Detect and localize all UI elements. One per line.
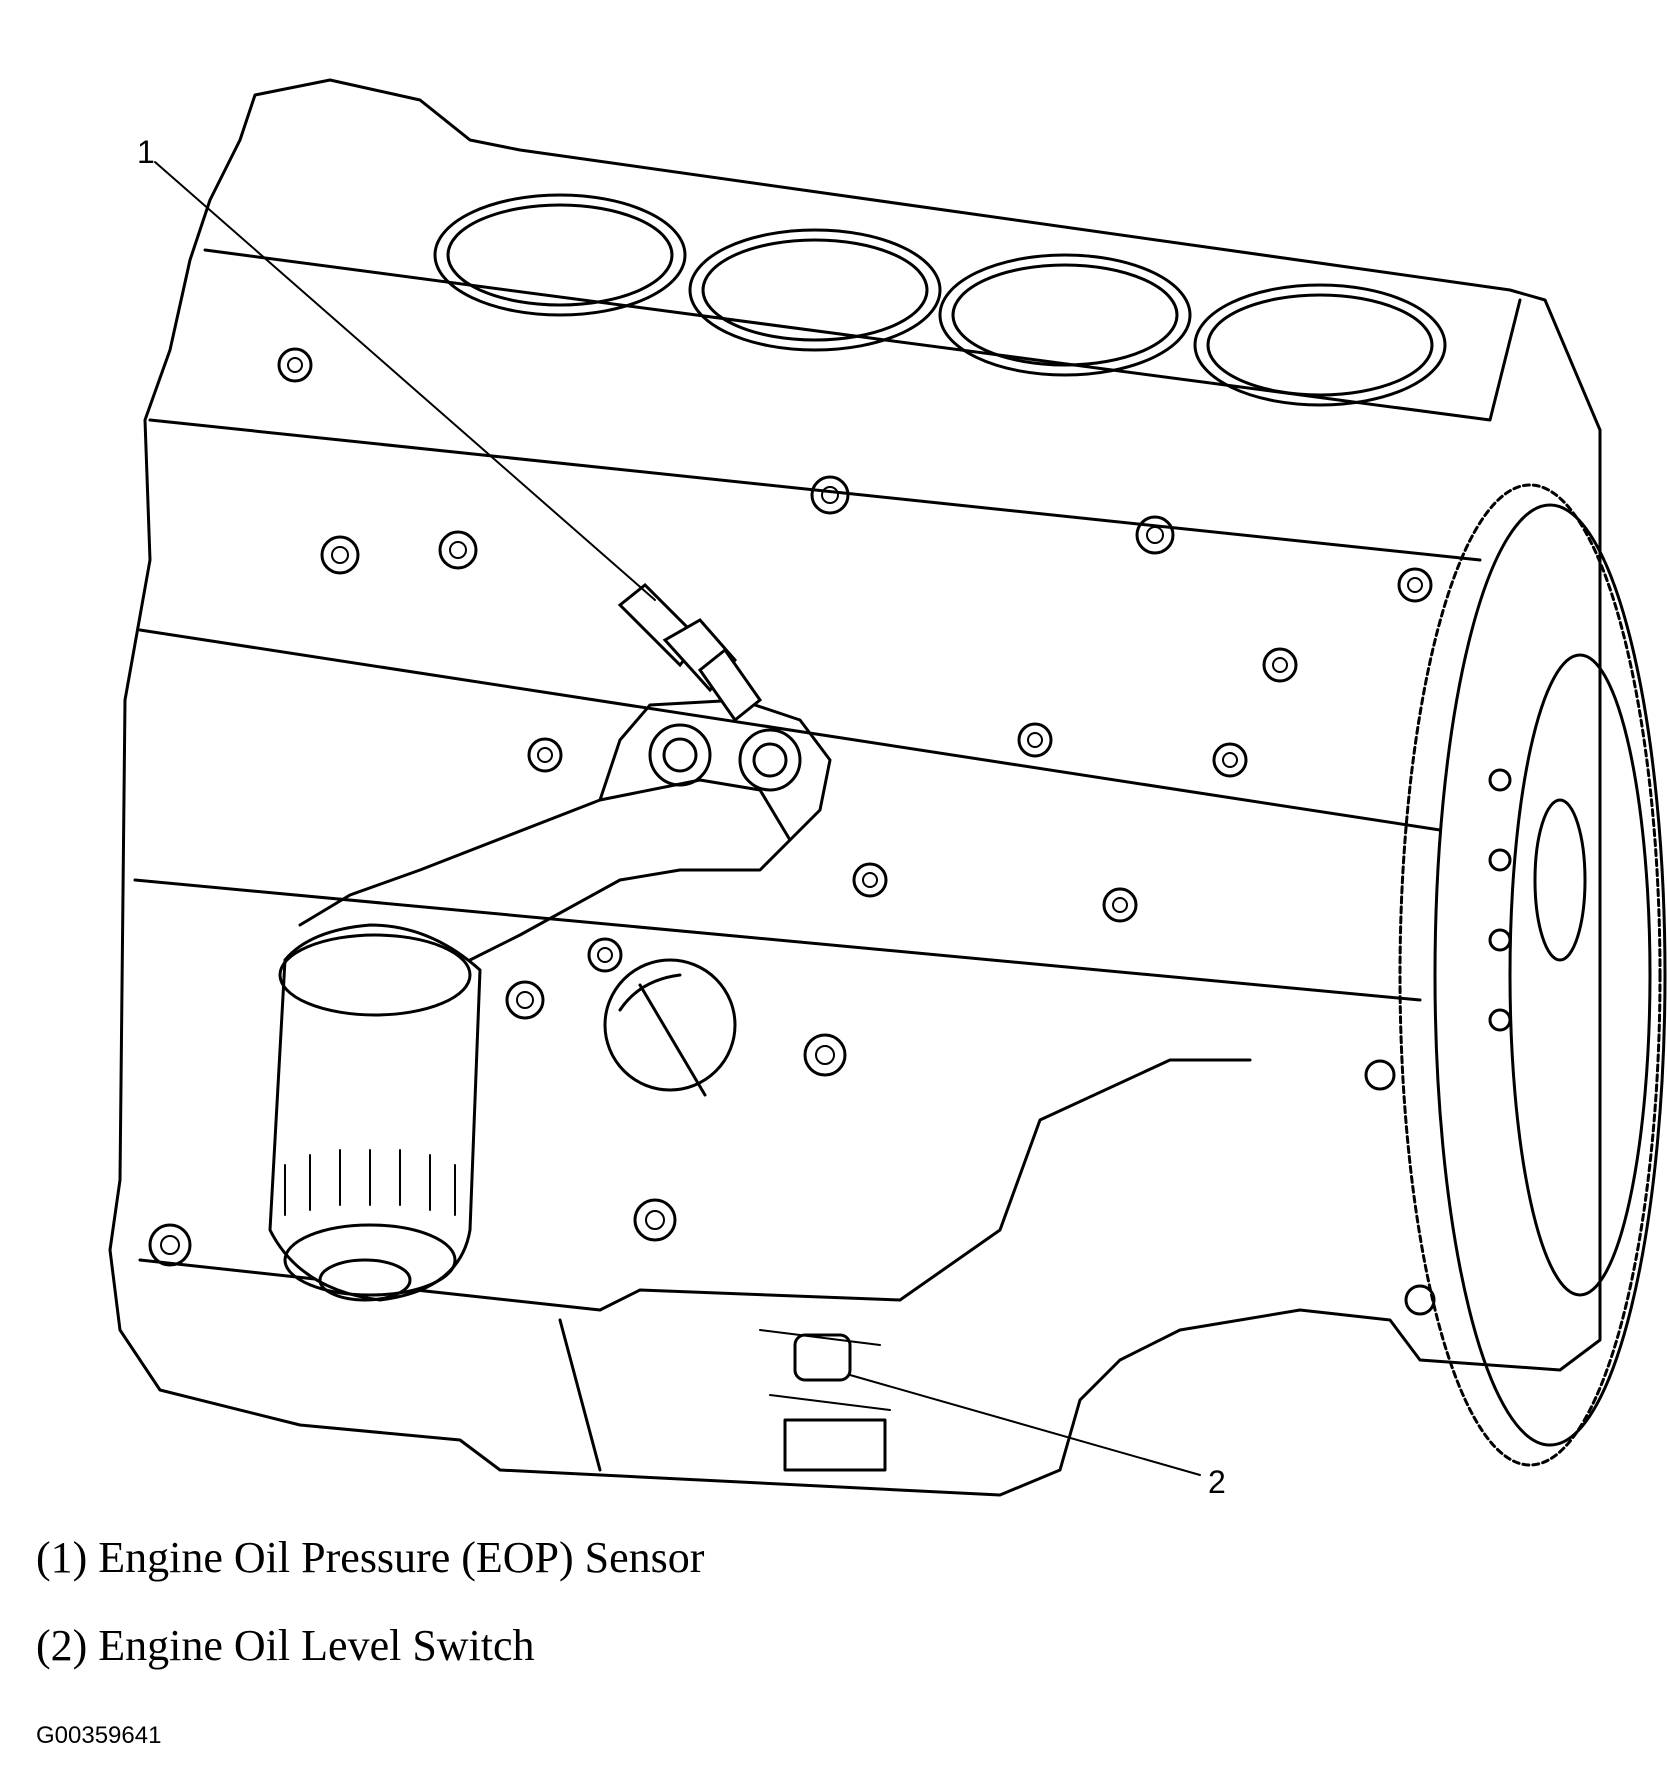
figure-id: G00359641 (36, 1722, 162, 1749)
crankcase-port (603, 958, 737, 1097)
callout-1-leader (154, 161, 656, 601)
bolt-bosses (148, 347, 1436, 1316)
eop-sensor (617, 582, 763, 723)
engine-block-illustration: 1 2 (108, 78, 1667, 1500)
legend-item-oil-level-switch: (2) Engine Oil Level Switch (36, 1621, 535, 1670)
callout-1-label: 1 (137, 134, 155, 170)
oil-filter (268, 698, 832, 1302)
cylinder-bores (433, 193, 1447, 407)
legend-item-eop-sensor: (1) Engine Oil Pressure (EOP) Sensor (36, 1533, 705, 1582)
callout-2-leader (849, 1374, 1201, 1476)
callout-2-label: 2 (1208, 1464, 1226, 1500)
oil-level-switch (759, 1329, 891, 1472)
flywheel (1398, 483, 1667, 1467)
